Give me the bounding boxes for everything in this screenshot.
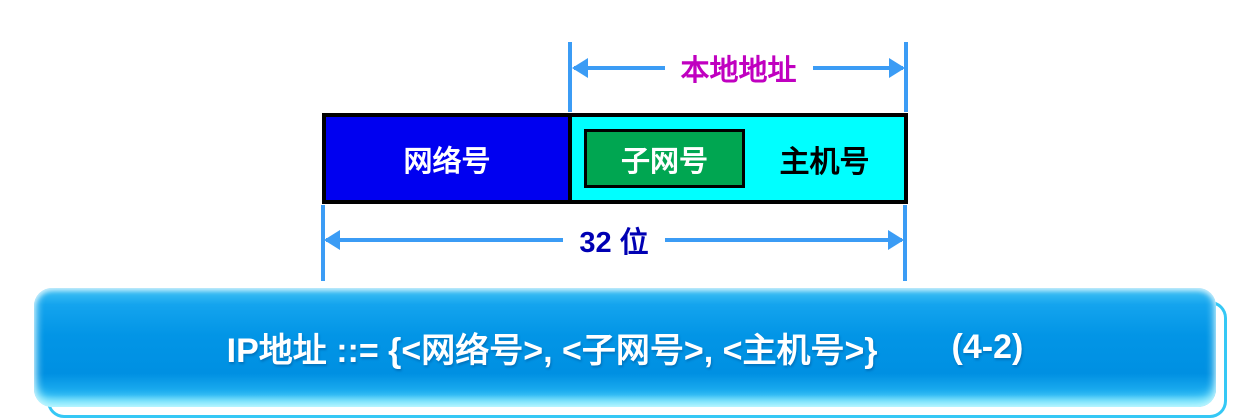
local-address-label: 本地地址 — [680, 55, 797, 87]
local-address-measure: 本地地址 — [572, 51, 905, 87]
left-arrow-icon — [572, 58, 665, 78]
right-arrow-icon — [664, 230, 905, 250]
formula-banner: IP地址 ::= {<网络号>, <子网号>, <主机号>} (4-2) — [34, 288, 1216, 407]
right-arrow-icon — [812, 58, 905, 78]
bit-width-label: 32 位 — [579, 227, 649, 259]
left-arrow-icon — [323, 230, 564, 250]
host-field-label: 主机号 — [779, 145, 870, 179]
equation-number: (4-2) — [951, 328, 1024, 366]
ip-address-formula: IP地址 ::= {<网络号>, <子网号>, <主机号>} — [226, 332, 878, 370]
network-field-label: 网络号 — [403, 145, 491, 178]
local-address-field: 子网号 主机号 — [572, 117, 904, 200]
subnet-field-label: 子网号 — [620, 145, 708, 178]
bit-width-measure: 32 位 — [323, 223, 905, 259]
local-address-left-guide-line — [568, 42, 572, 112]
ip-address-bar: 网络号 子网号 主机号 — [322, 113, 908, 204]
bit-width-right-guide-line — [903, 205, 907, 281]
local-address-right-guide-line — [904, 42, 908, 112]
bit-width-left-guide-line — [321, 205, 325, 281]
network-field: 网络号 — [326, 117, 572, 200]
subnet-field: 子网号 — [584, 129, 745, 188]
